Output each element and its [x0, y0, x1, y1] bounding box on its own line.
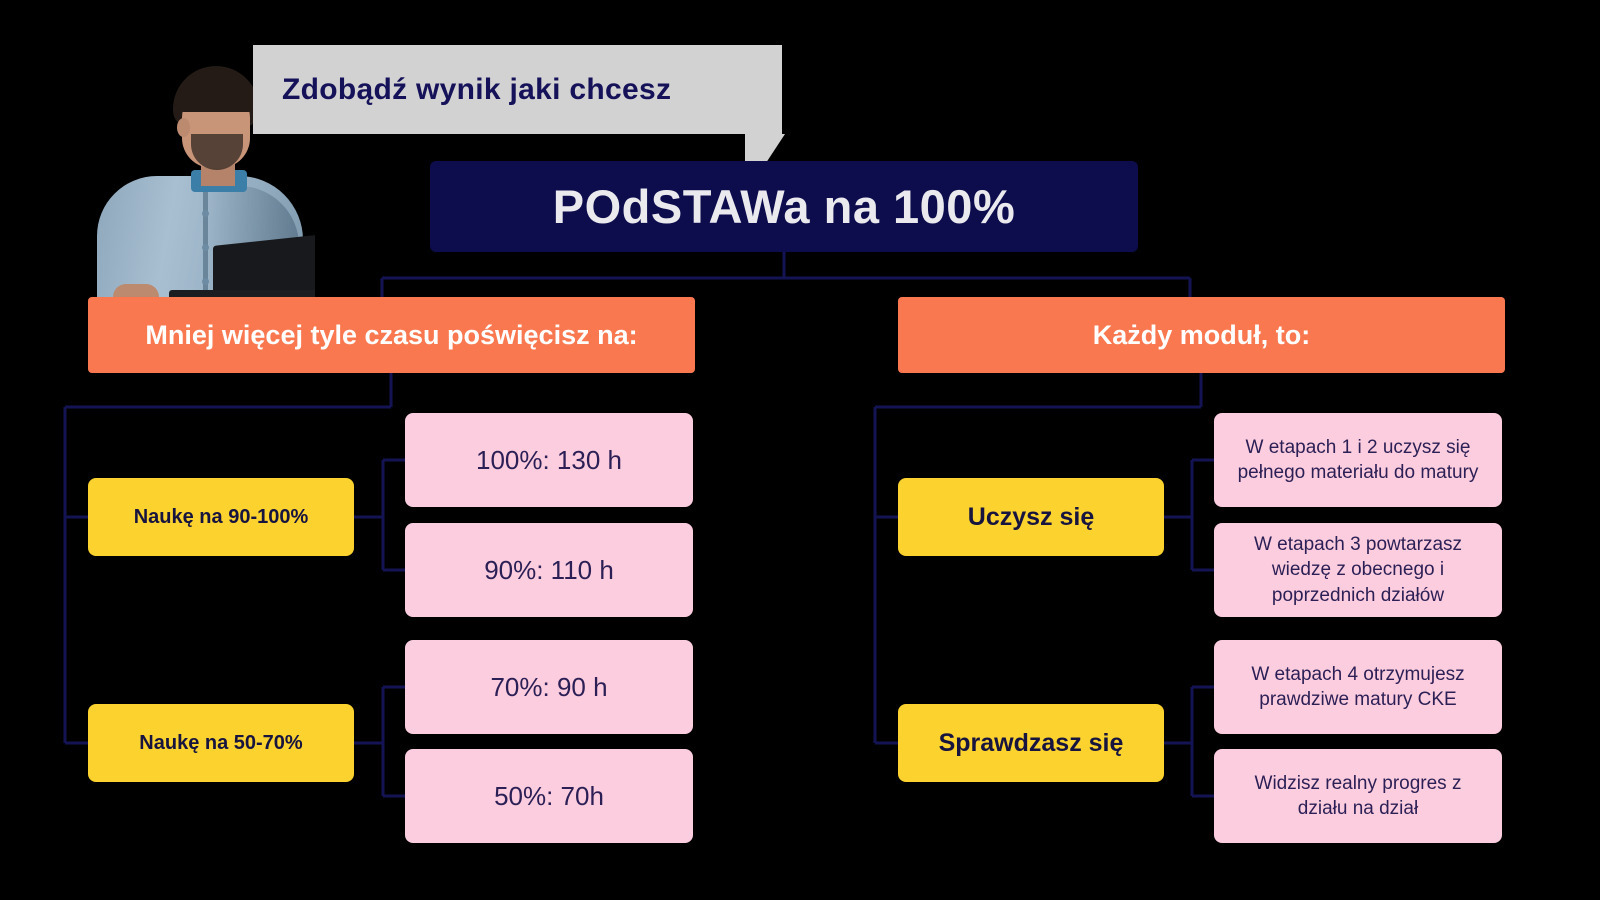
main-title-text: POdSTAWa na 100% [552, 180, 1016, 233]
detail-box-text: W etapach 4 otrzymujesz prawdziwe matury… [1251, 663, 1465, 710]
detail-box-text: 50%: 70h [494, 780, 604, 811]
section-header-right-text: Każdy moduł, to: [1092, 319, 1311, 350]
detail-box-text: 90%: 110 h [484, 554, 614, 585]
shirt-button-icon [202, 210, 209, 217]
person-at-laptop-photo [85, 58, 315, 298]
detail-box-text: 100%: 130 h [475, 444, 622, 475]
shirt-button-icon [202, 244, 209, 251]
detail-box-text: W etapach 3 powtarzasz wiedzę z obecnego… [1253, 534, 1463, 606]
person-hand-icon [113, 284, 159, 298]
shirt-button-icon [202, 278, 209, 285]
detail-box: Widzisz realny progres z działu na dział [1214, 749, 1502, 843]
speech-bubble-text: Zdobądź wynik jaki chcesz [282, 72, 672, 106]
detail-box-text: W etapach 1 i 2 uczysz się pełnego mater… [1237, 436, 1479, 483]
group-box-nauka-50-70: Naukę na 50-70% [88, 704, 354, 782]
person-ear-icon [177, 118, 190, 137]
detail-box: W etapach 1 i 2 uczysz się pełnego mater… [1214, 413, 1502, 507]
laptop-screen-icon [213, 234, 315, 298]
detail-box: 100%: 130 h [405, 413, 693, 507]
section-header-right: Każdy moduł, to: [898, 297, 1505, 373]
group-box-sprawdzasz-sie: Sprawdzasz się [898, 704, 1164, 782]
laptop-base-icon [169, 290, 315, 298]
group-box-nauka-90-100: Naukę na 90-100% [88, 478, 354, 556]
speech-bubble: Zdobądź wynik jaki chcesz [253, 45, 782, 134]
group-box-label: Uczysz się [967, 502, 1095, 531]
group-box-label: Naukę na 90-100% [133, 505, 309, 528]
group-box-label: Sprawdzasz się [938, 728, 1124, 757]
detail-box: 70%: 90 h [405, 640, 693, 734]
group-box-uczysz-sie: Uczysz się [898, 478, 1164, 556]
shirt-placket-icon [203, 188, 208, 298]
person-hair-front-icon [177, 78, 255, 112]
detail-box: W etapach 3 powtarzasz wiedzę z obecnego… [1214, 523, 1502, 617]
detail-box: W etapach 4 otrzymujesz prawdziwe matury… [1214, 640, 1502, 734]
detail-box: 90%: 110 h [405, 523, 693, 617]
detail-box-text: 70%: 90 h [490, 671, 608, 702]
detail-box: 50%: 70h [405, 749, 693, 843]
section-header-left: Mniej więcej tyle czasu poświęcisz na: [88, 297, 695, 373]
detail-box-text: Widzisz realny progres z działu na dział [1254, 772, 1462, 819]
group-box-label: Naukę na 50-70% [139, 731, 303, 754]
section-header-left-text: Mniej więcej tyle czasu poświęcisz na: [145, 319, 638, 350]
main-title-box: POdSTAWa na 100% [430, 161, 1138, 252]
